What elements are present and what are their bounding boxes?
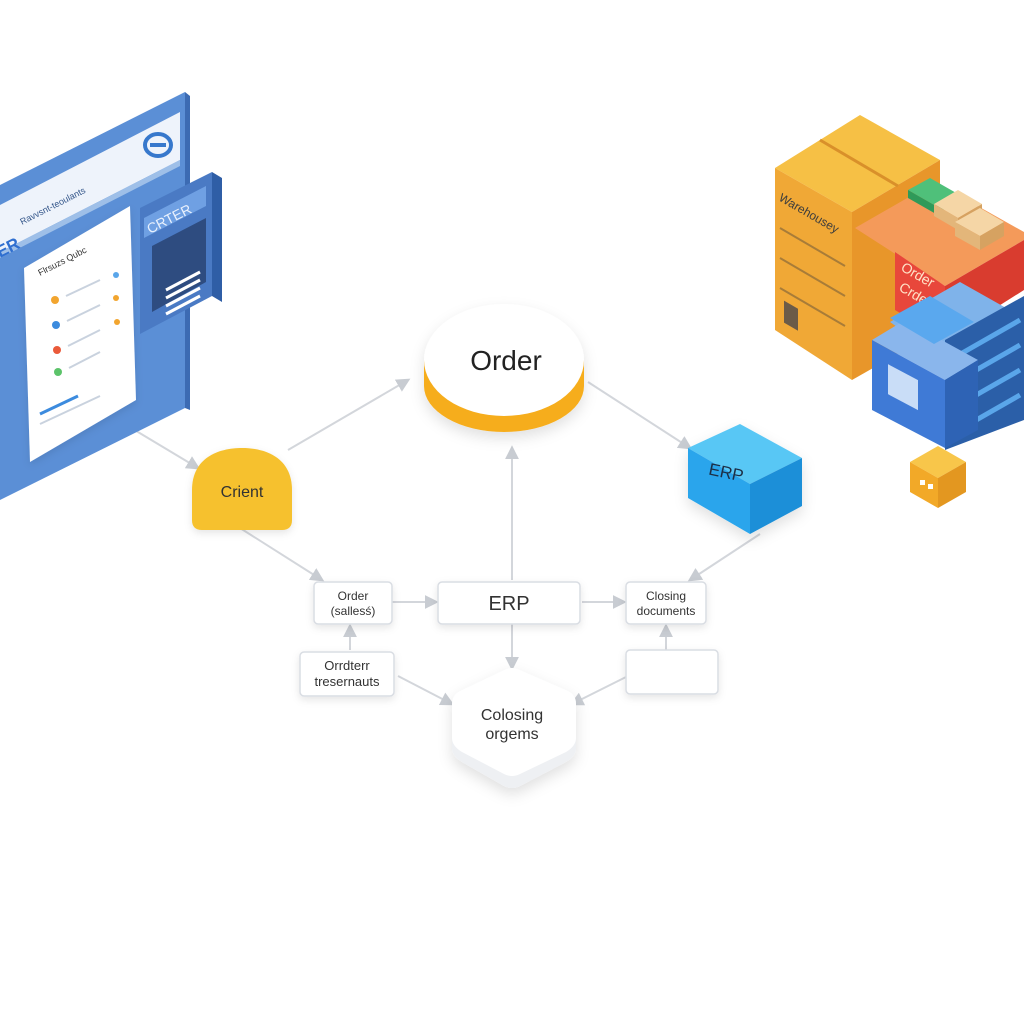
connector-client-to-order <box>287 378 411 451</box>
node-closing-orgems: Colosing orgems <box>452 668 576 788</box>
connector-client-to-order-sales <box>239 527 325 582</box>
node-erp-center: ERP <box>437 581 581 625</box>
node-order-main-label: Order <box>470 345 542 376</box>
node-closing-documents: Closing documents <box>625 581 707 625</box>
node-client: Crient <box>192 448 292 530</box>
node-closing-orgems-line2: orgems <box>485 726 538 743</box>
node-order-main: Order <box>424 304 584 432</box>
connector-erp-cube-to-closing-docs <box>687 533 761 582</box>
node-client-label: Crient <box>221 484 264 501</box>
node-blank <box>625 649 719 695</box>
connector-order-to-erp-cube <box>587 381 693 450</box>
node-closing-documents-line2: documents <box>637 604 696 618</box>
connectors <box>117 378 761 706</box>
connector-reserve-to-closing-orgems <box>397 675 455 706</box>
node-closing-documents-line1: Closing <box>646 589 686 603</box>
node-erp-center-label: ERP <box>488 593 529 615</box>
link-icon <box>143 132 173 158</box>
node-order-reserve-line2: tresernauts <box>314 674 380 689</box>
node-order-reserve-line1: Orrdterr <box>324 658 370 673</box>
node-erp-cube: ERP <box>688 424 802 534</box>
connector-blank-to-closing-orgems <box>569 675 629 706</box>
node-order-sales-line1: Order <box>338 589 369 603</box>
app-window-illustration: Ravvsnt-teoulants ER CRTER Flrsuzs Qubc <box>0 92 222 500</box>
node-order-sales: Order (sallesś) <box>313 581 393 625</box>
node-order-reserve: Orrdterr tresernauts <box>299 651 395 697</box>
warehouse-illustration: Warehousey Order Crder <box>775 115 1024 508</box>
node-order-sales-line2: (sallesś) <box>331 604 376 618</box>
node-closing-orgems-line1: Colosing <box>481 707 543 724</box>
